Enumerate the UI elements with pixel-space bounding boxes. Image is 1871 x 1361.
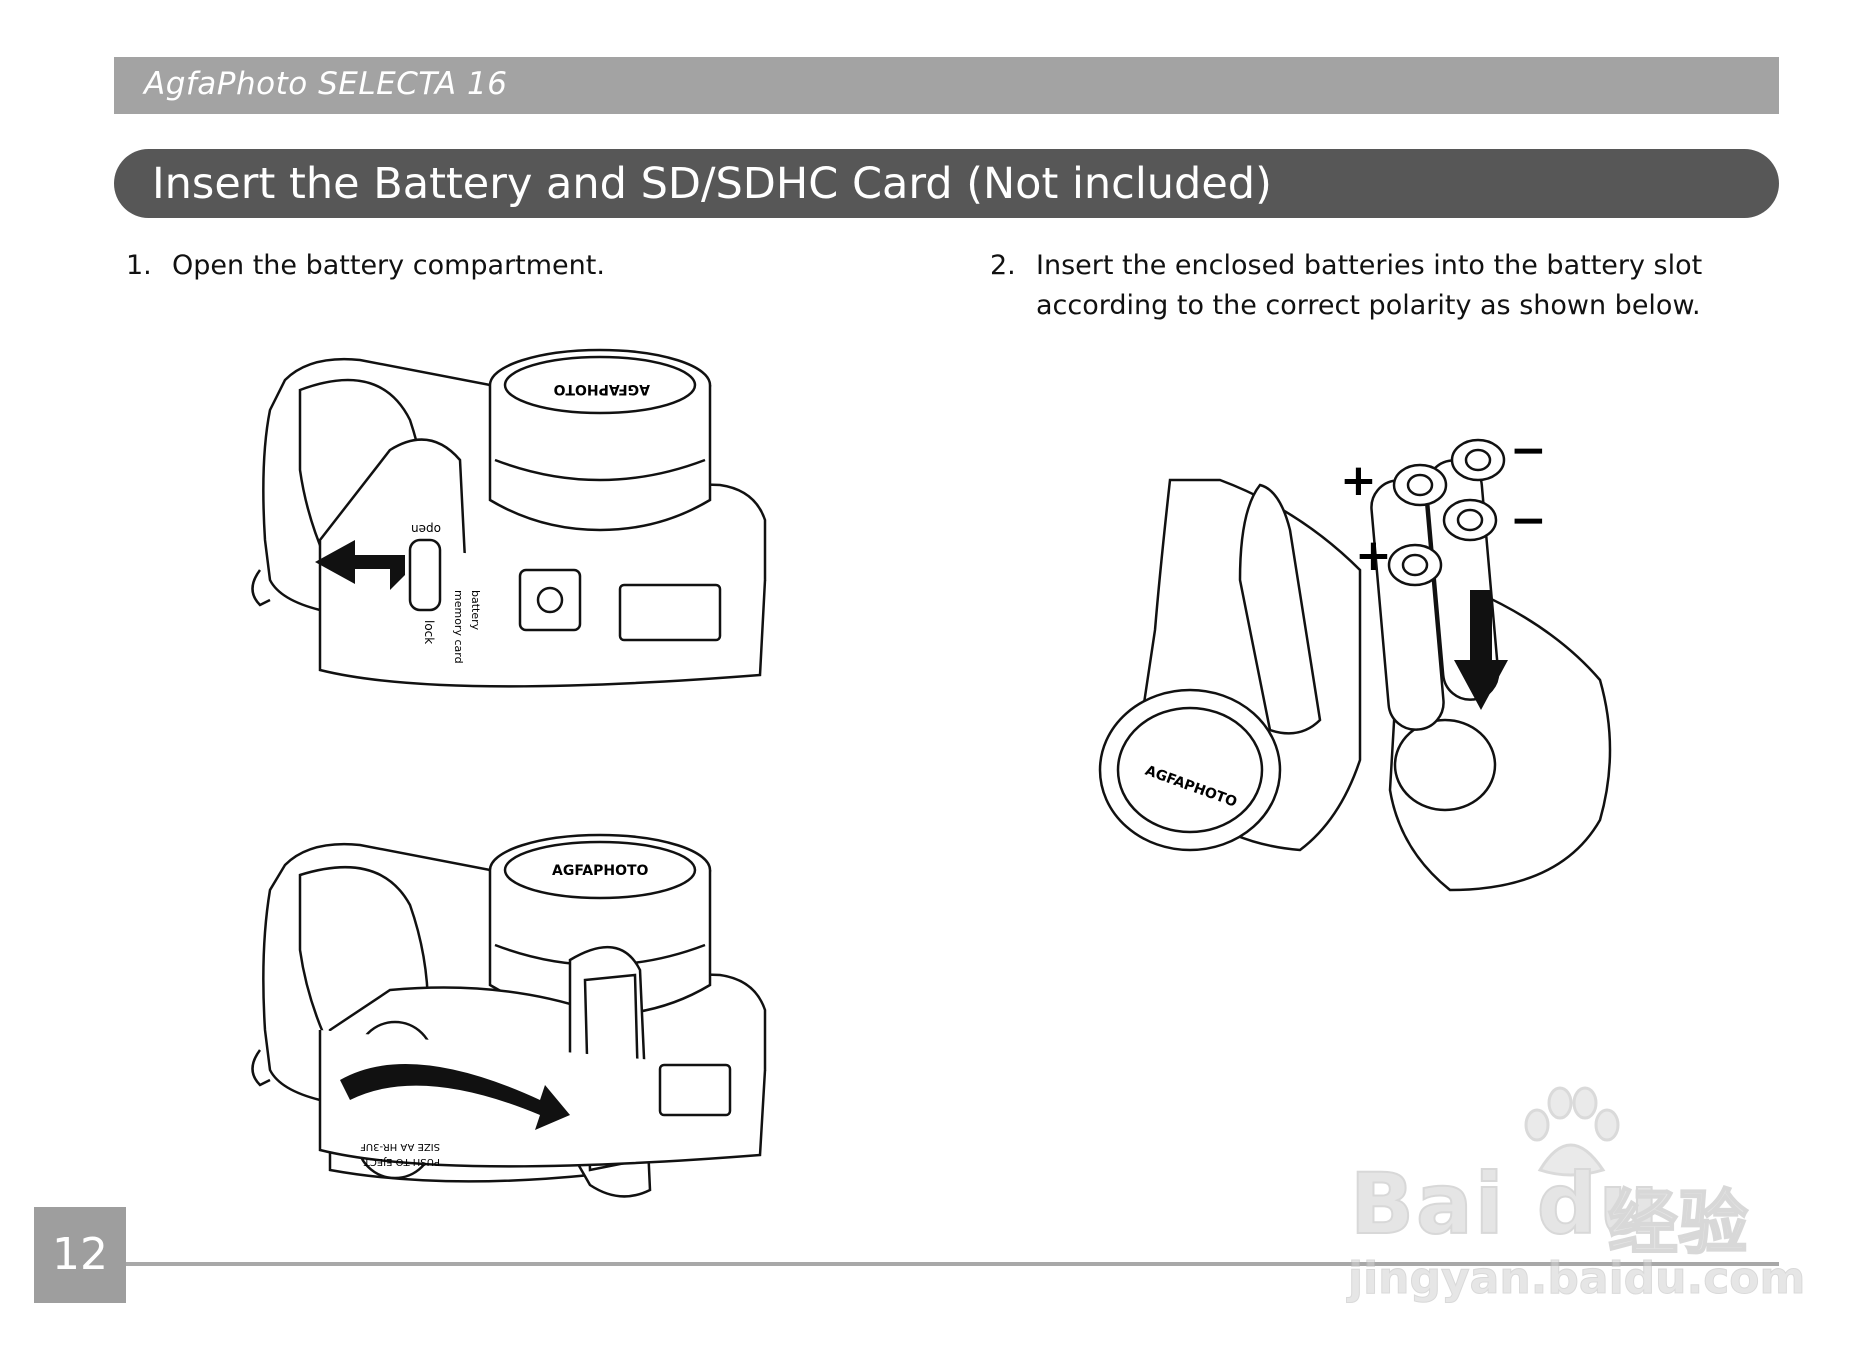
plus-sign-2: + bbox=[1355, 530, 1392, 581]
step-1-number: 1. bbox=[126, 250, 152, 281]
section-title: Insert the Battery and SD/SDHC Card (Not… bbox=[152, 159, 1272, 209]
camera-closed-illustration: open lock memory card battery AGFAPHOTO bbox=[251, 348, 767, 688]
label-battery: battery bbox=[469, 590, 482, 631]
label-size-aa: SIZE AA HR-3UF bbox=[360, 1141, 440, 1152]
step-2-line-1: Insert the enclosed batteries into the b… bbox=[1036, 250, 1703, 281]
section-title-bar: Insert the Battery and SD/SDHC Card (Not… bbox=[114, 149, 1779, 218]
label-open: open bbox=[411, 522, 441, 536]
watermark-baidu: Bai du bbox=[1349, 1154, 1661, 1254]
minus-sign-1: − bbox=[1510, 425, 1547, 476]
baidu-watermark: Bai du 经验 jingyan.baidu.com bbox=[1340, 1085, 1806, 1305]
battery-insertion-illustration: + + − − AGFAPHOTO bbox=[1098, 425, 1612, 892]
step-2-number: 2. bbox=[990, 250, 1016, 281]
lens-cap-label-2: AGFAPHOTO bbox=[552, 863, 649, 879]
minus-sign-2: − bbox=[1510, 495, 1547, 546]
paw-logo-icon bbox=[1524, 1086, 1620, 1177]
label-push-to-eject: PUSH TO EJECT bbox=[363, 1156, 440, 1167]
watermark-url: jingyan.baidu.com bbox=[1347, 1253, 1806, 1305]
step-2: 2. Insert the enclosed batteries into th… bbox=[990, 246, 1750, 326]
watermark-jingyan: 经验 bbox=[1607, 1181, 1749, 1265]
step-1: 1. Open the battery compartment. bbox=[126, 246, 826, 286]
step-2-line-2: according to the correct polarity as sho… bbox=[1036, 290, 1701, 321]
label-lock: lock bbox=[422, 620, 436, 644]
lens-cap-label-1: AGFAPHOTO bbox=[553, 381, 650, 397]
camera-open-illustration: AGFAPHOTO PUSH TO EJECT SIZE AA HR-3UF bbox=[251, 833, 767, 1198]
step-1-text: Open the battery compartment. bbox=[172, 250, 605, 281]
plus-sign-1: + bbox=[1340, 455, 1377, 506]
brand-title: AgfaPhoto SELECTA 16 bbox=[144, 66, 508, 102]
footer-rule bbox=[126, 1262, 1779, 1266]
page-number: 12 bbox=[52, 1229, 108, 1280]
header-bar: AgfaPhoto SELECTA 16 bbox=[114, 57, 1779, 114]
page-number-box: 12 bbox=[34, 1207, 126, 1303]
label-memory-card: memory card bbox=[452, 590, 465, 664]
